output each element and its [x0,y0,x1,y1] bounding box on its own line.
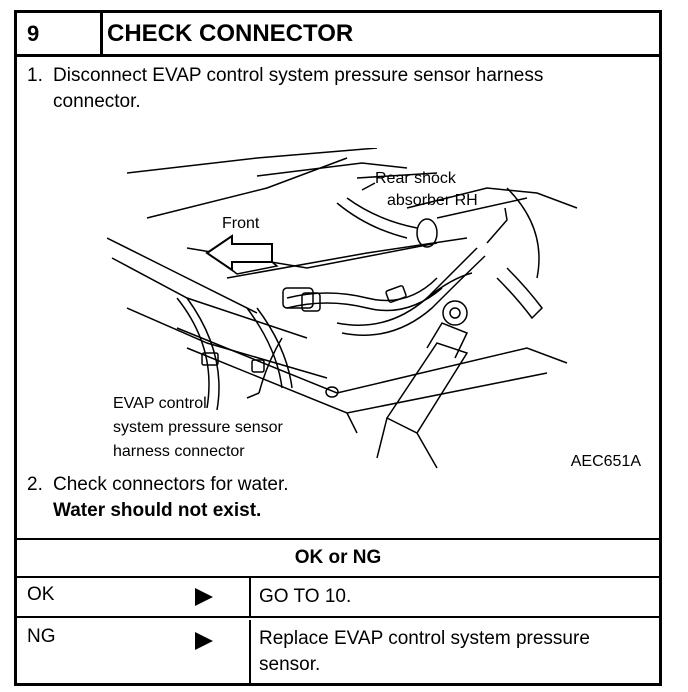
result-label: NG [27,626,56,647]
instruction-requirement: Water should not exist. [53,500,262,521]
vehicle-underbody-illustration [106,147,578,469]
result-heading: OK or NG [17,538,659,578]
callout-rear-shock-cont: absorber RH [387,192,478,209]
callout-evap-cont-2: harness connector [113,443,245,460]
instruction-text: Disconnect EVAP control system pressure … [53,65,544,86]
instruction-text: Check connectors for water. [53,474,289,495]
arrow-right-icon [195,588,213,606]
result-row-ok: OK GO TO 10. [17,578,659,618]
instruction-number: 2. [27,474,43,495]
result-action-line: Replace EVAP control system pressure [259,628,590,649]
figure-id: AEC651A [570,453,641,470]
result-action-line: sensor. [259,654,321,675]
callout-rear-shock: Rear shock [375,170,456,187]
step-header: 9 CHECK CONNECTOR [17,13,659,57]
result-label: OK [27,584,55,605]
result-action: Replace EVAP control system pressure sen… [259,626,649,678]
callout-front: Front [222,215,260,232]
arrow-right-icon [195,632,213,650]
instruction-number: 1. [27,65,43,86]
step-title: CHECK CONNECTOR [107,20,354,47]
result-row-ng: NG Replace EVAP control system pressure … [17,620,659,684]
step-number: 9 [17,13,103,54]
callout-evap-cont-1: system pressure sensor [113,419,283,436]
callout-evap: EVAP control [113,395,207,412]
instruction-text-cont: connector. [53,91,141,112]
component-location-figure: Rear shock absorber RH Front EVAP contro… [106,147,587,483]
diagnostic-procedure-box: 9 CHECK CONNECTOR 1. Disconnect EVAP con… [14,10,662,686]
result-action: GO TO 10. [259,586,352,607]
